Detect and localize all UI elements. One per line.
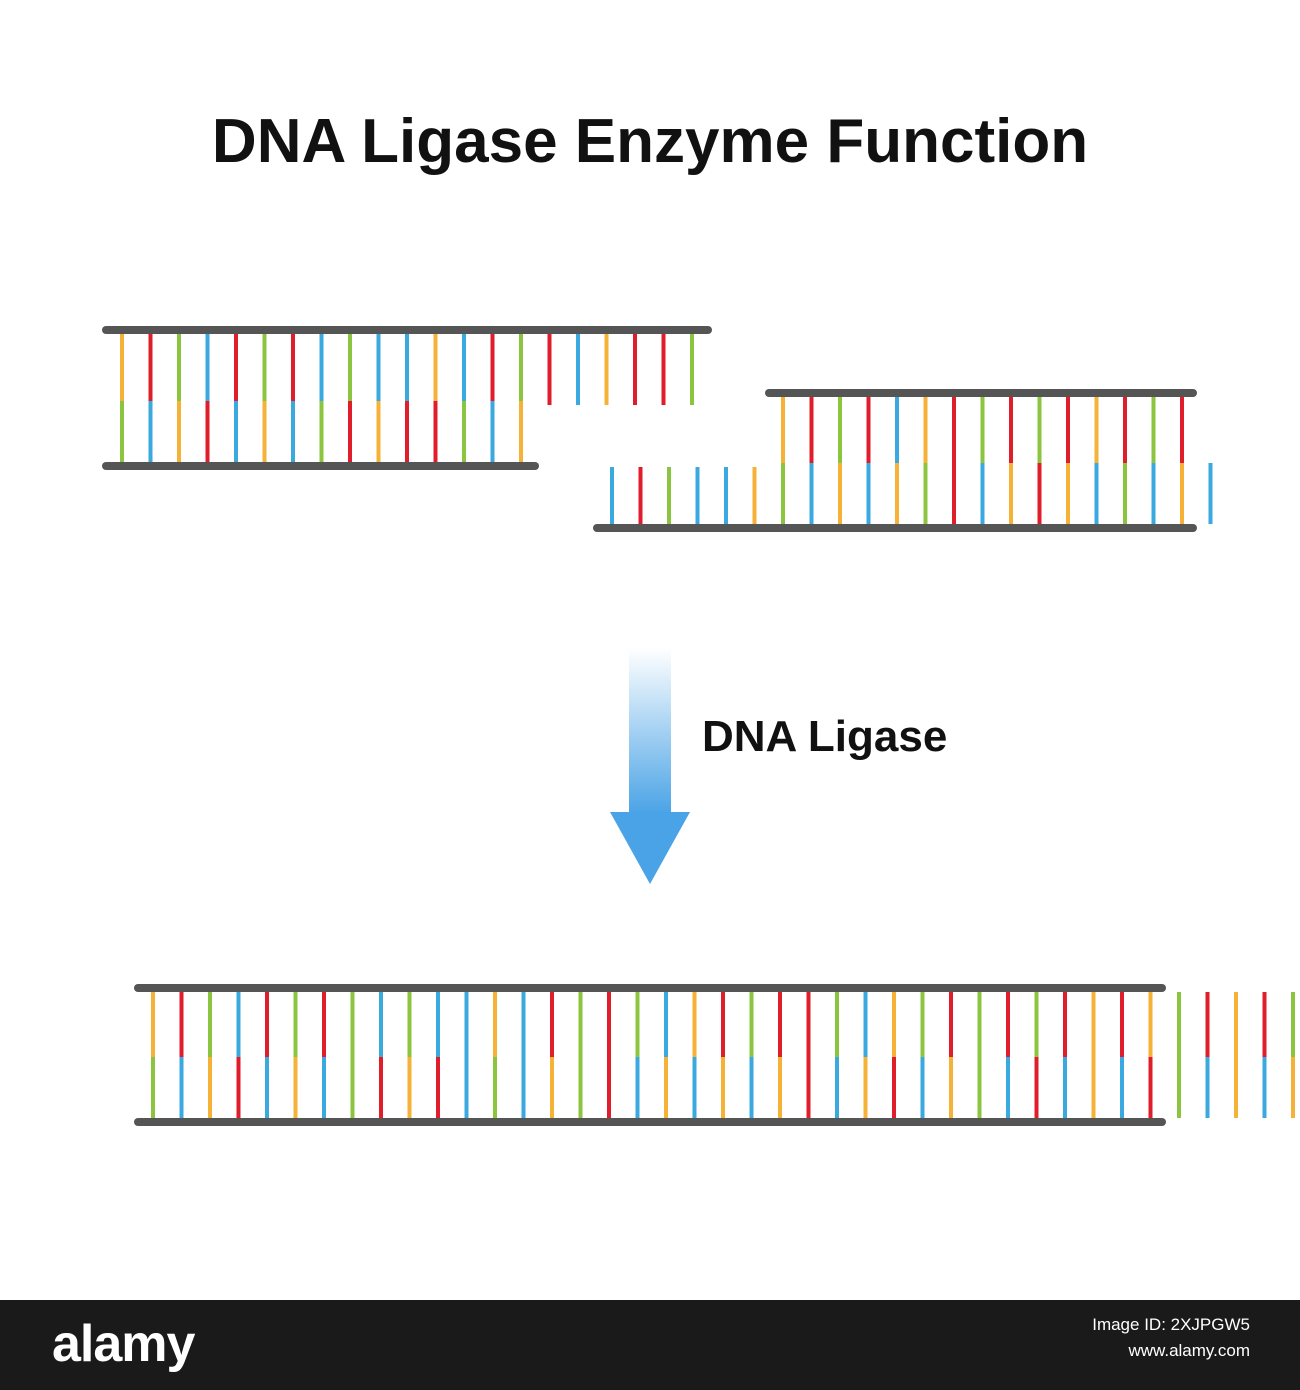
- image-id-text: Image ID: 2XJPGW5 www.alamy.com: [1092, 1312, 1250, 1363]
- alamy-logo: alamy: [52, 1315, 195, 1373]
- image-id: Image ID: 2XJPGW5: [1092, 1315, 1250, 1334]
- ligated-dna-product: [134, 984, 1295, 1126]
- footer-url: www.alamy.com: [1128, 1340, 1250, 1360]
- watermark-footer: alamy Image ID: 2XJPGW5 www.alamy.com: [0, 1300, 1300, 1390]
- dna-fragment-right: [593, 389, 1213, 532]
- dna-ligase-diagram: [102, 326, 1295, 1126]
- dna-fragment-left: [102, 326, 712, 470]
- arrow-label: DNA Ligase: [702, 712, 948, 761]
- down-arrow-icon: [610, 648, 690, 884]
- diagram-title: DNA Ligase Enzyme Function: [211, 107, 1089, 176]
